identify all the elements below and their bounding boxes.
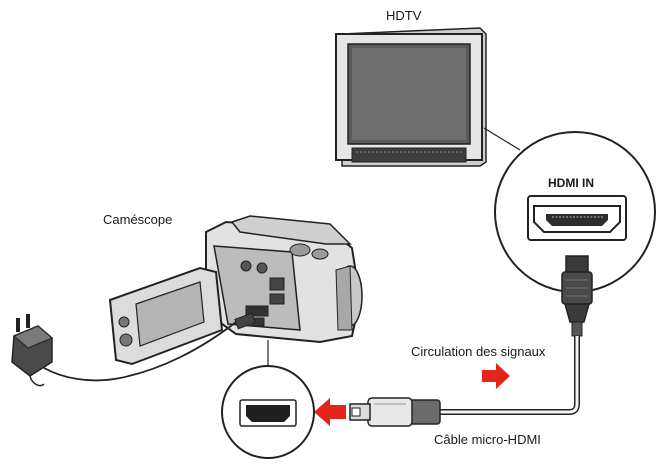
hdmi-port-icon — [527, 195, 627, 241]
hdtv-icon — [335, 27, 487, 167]
signal-arrow-icon — [314, 398, 346, 426]
cable-core — [440, 336, 579, 414]
signal-arrow-icon — [482, 363, 510, 389]
cable-label: Câble micro-HDMI — [434, 432, 541, 447]
camcorder-label: Caméscope — [103, 212, 173, 227]
hdmi-in-zoom — [494, 131, 656, 337]
signal-flow-label: Circulation des signaux — [411, 344, 546, 359]
micro-hdmi-port-icon — [239, 399, 297, 427]
camcorder-icon — [108, 215, 363, 366]
hdtv-label: HDTV — [386, 8, 422, 23]
power-cable — [43, 321, 237, 382]
power-adapter-icon — [11, 314, 53, 387]
zoom-leader-line — [483, 127, 521, 151]
micro-hdmi-plug-icon — [349, 397, 441, 427]
hdmi-in-label: HDMI IN — [548, 176, 594, 190]
micro-hdmi-zoom — [221, 365, 315, 459]
hdmi-plug-icon — [561, 255, 593, 337]
